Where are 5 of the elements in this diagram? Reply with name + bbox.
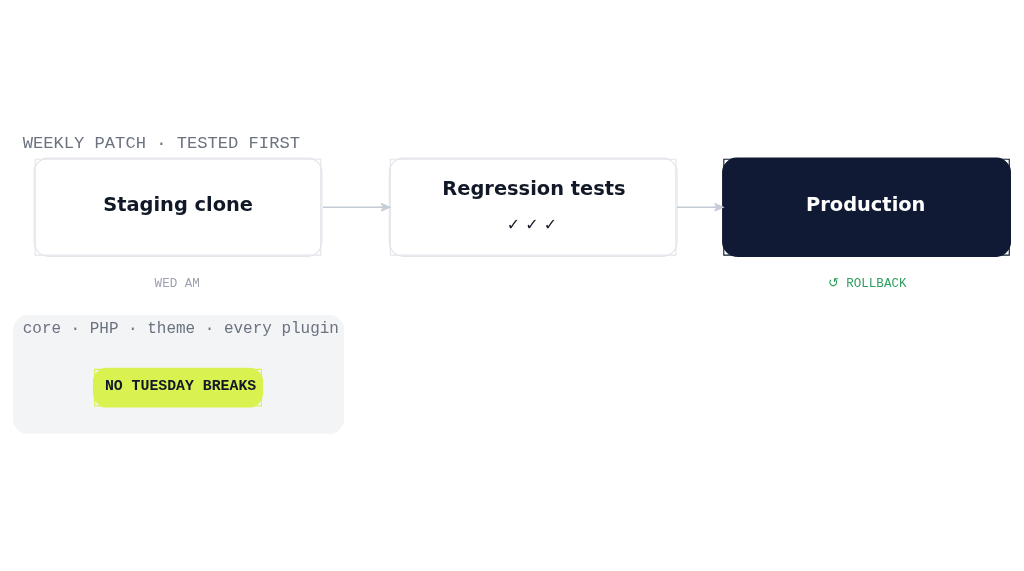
arrow <box>676 202 724 212</box>
arrow <box>322 202 391 212</box>
node-label: WED AM <box>154 276 200 291</box>
diagram-title: WEEKLY PATCH · TESTED FIRST <box>22 133 300 153</box>
node-label: ↺ ROLLBACK <box>827 276 907 291</box>
